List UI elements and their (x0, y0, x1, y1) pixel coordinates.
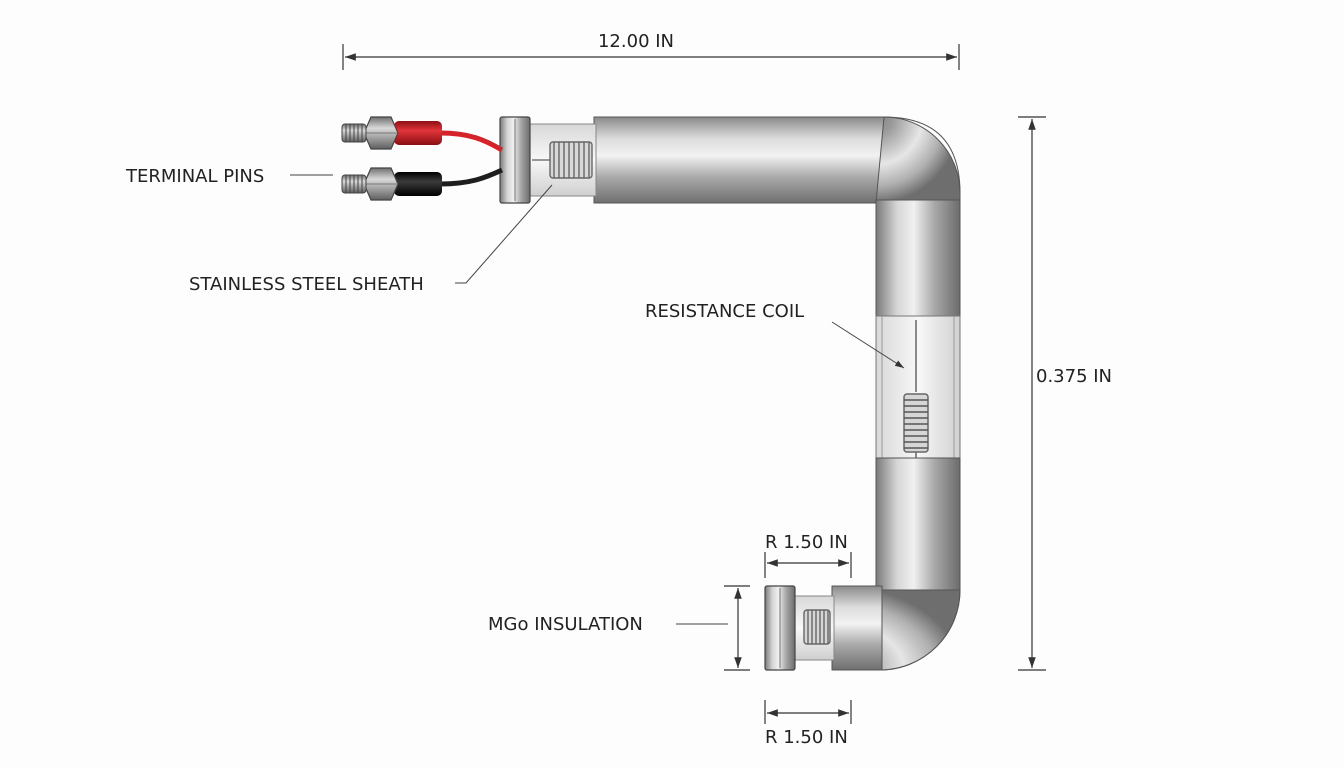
callout-stainless-steel-sheath: STAINLESS STEEL SHEATH (189, 184, 553, 295)
resistance-coil-label: RESISTANCE COIL (645, 301, 804, 322)
diameter-dimension: 0.375 IN (1018, 116, 1112, 671)
coil-icon (549, 141, 593, 179)
bend-radius-lower-label: R 1.50 IN (765, 727, 848, 748)
terminal-pins-label: TERMINAL PINS (125, 166, 264, 187)
callout-resistance-coil: RESISTANCE COIL (645, 301, 905, 369)
terminal-pins-assembly (341, 116, 504, 201)
resistance-coil-cutaway (875, 315, 961, 459)
stainless-steel-sheath-label: STAINLESS STEEL SHEATH (189, 274, 424, 295)
bottom-tube (831, 585, 883, 671)
red-sleeve (394, 121, 442, 145)
bend-radius-upper-dimension: R 1.50 IN (764, 532, 852, 578)
heater-sheath (499, 116, 961, 671)
coil-icon (903, 393, 929, 453)
bend-radius-lower-dimension: R 1.50 IN (764, 700, 852, 748)
vertical-tube-lower (875, 457, 961, 593)
vertical-tube-upper (875, 199, 961, 317)
overall-length-label: 12.00 IN (598, 31, 674, 52)
hex-nut-icon (363, 167, 399, 201)
coil-icon (803, 609, 831, 645)
callout-terminal-pins: TERMINAL PINS (125, 166, 333, 187)
threaded-stud-icon (341, 123, 367, 143)
mgo-insulation-cutaway (791, 595, 835, 661)
black-lead-wire (439, 167, 504, 187)
callout-mgo-insulation: MGo INSULATION (488, 614, 728, 635)
black-sleeve (394, 172, 442, 196)
overall-length-dimension: 12.00 IN (342, 31, 960, 70)
hex-nut-icon (363, 116, 399, 150)
bend-radius-upper-label: R 1.50 IN (765, 532, 848, 553)
red-lead-wire (439, 130, 504, 153)
diameter-label: 0.375 IN (1036, 366, 1112, 387)
end-cap-height-dimension (724, 585, 750, 671)
mgo-insulation-label: MGo INSULATION (488, 614, 643, 635)
upper-bend (875, 116, 961, 204)
sheath-cutaway-top (527, 123, 597, 197)
threaded-stud-icon (341, 174, 367, 194)
top-tube (593, 116, 885, 204)
